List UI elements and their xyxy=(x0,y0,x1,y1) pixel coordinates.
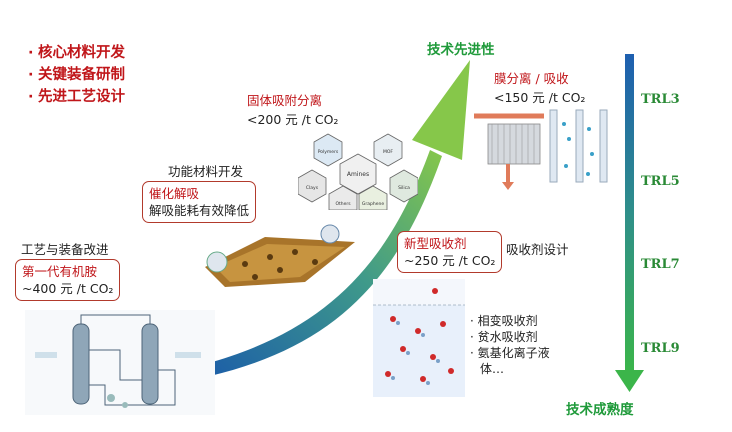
functional-heading: 功能材料开发 xyxy=(168,164,244,179)
bullet-item: ·核心材料开发 xyxy=(28,45,125,61)
svg-text:Clays: Clays xyxy=(306,185,319,191)
svg-text:Silica: Silica xyxy=(398,185,410,191)
list-item: · 相变吸收剂 xyxy=(470,314,538,328)
bullet-item: ·关键装备研制 xyxy=(28,67,125,83)
membrane-block: 膜分离 / 吸收 <150 元 /t CO₂ xyxy=(494,71,586,105)
absorbent-type-list: · 相变吸收剂 · 贫水吸收剂 · 氨基化离子液 体… xyxy=(470,313,550,377)
svg-text:Graphene: Graphene xyxy=(362,201,384,207)
solid-adsorption-block: 固体吸附分离 <200 元 /t CO₂ xyxy=(247,93,339,127)
maturity-label: 技术成熟度 xyxy=(566,402,634,418)
trl-level: TRL5 xyxy=(641,174,680,189)
svg-text:Others: Others xyxy=(335,201,351,207)
process-heading: 工艺与装备改进 xyxy=(21,242,109,257)
trl-level: TRL9 xyxy=(641,341,680,356)
catalytic-desorption-box: 催化解吸 解吸能耗有效降低 xyxy=(142,181,257,223)
svg-text:Amines: Amines xyxy=(347,171,369,178)
bullet-list: ·核心材料开发 ·关键装备研制 ·先进工艺设计 xyxy=(28,42,125,108)
svg-text:Polymers: Polymers xyxy=(318,149,339,155)
first-gen-amine-box: 第一代有机胺 ~400 元 /t CO₂ xyxy=(15,259,121,301)
new-absorbent-box: 新型吸收剂 ~250 元 /t CO₂ xyxy=(397,231,503,273)
process-flow-diagram xyxy=(25,310,215,415)
list-item: · 氨基化离子液 xyxy=(470,346,550,360)
trl-level: TRL7 xyxy=(641,257,680,272)
list-item: · 贫水吸收剂 xyxy=(470,330,538,344)
advancement-label: 技术先进性 xyxy=(427,42,495,58)
membrane-diagram xyxy=(474,109,608,190)
bullet-item: ·先进工艺设计 xyxy=(28,89,125,105)
absorbent-design-label: 吸收剂设计 xyxy=(506,242,569,257)
svg-text:MOF: MOF xyxy=(383,149,393,155)
list-item: 体… xyxy=(480,362,505,376)
adsorbent-hex-diagram: Amines Polymers MOF Silica Graphene Clay… xyxy=(298,133,418,210)
absorbent-molecule-panel xyxy=(373,279,465,397)
catalyst-sheet-image xyxy=(205,224,355,287)
trl-level: TRL3 xyxy=(641,92,680,107)
